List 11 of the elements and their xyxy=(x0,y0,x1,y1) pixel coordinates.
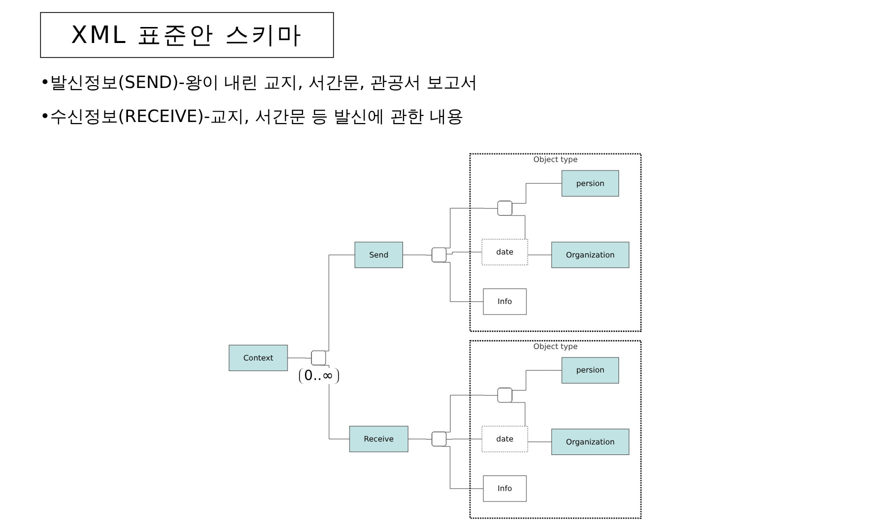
connector xyxy=(512,370,562,391)
connector xyxy=(408,438,432,440)
connector xyxy=(446,252,482,254)
connector xyxy=(446,438,482,440)
connector xyxy=(402,254,432,256)
bullet-text: •수신정보(RECEIVE)-교지, 서간문 등 발신에 관한 내용 xyxy=(40,106,464,129)
connector xyxy=(442,262,484,302)
title-box: XML 표준안 스키마 xyxy=(40,12,334,58)
connector xyxy=(512,183,562,204)
multiplicity-label: 0..∞ xyxy=(299,368,339,384)
bullet-text: •발신정보(SEND)-왕이 내린 교지, 서간문, 관공서 보고서 xyxy=(40,72,478,95)
